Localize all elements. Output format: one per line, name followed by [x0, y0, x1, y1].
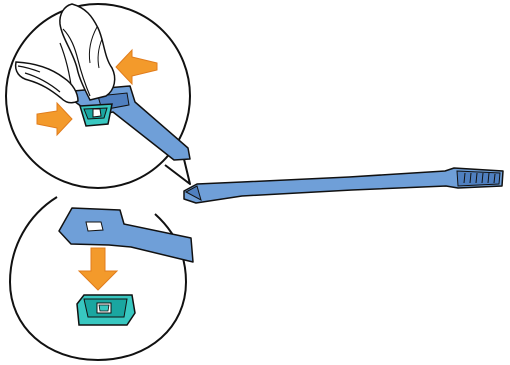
cleaning-pad-top	[79, 103, 113, 127]
top-detail-circle	[5, 3, 191, 189]
wand-head-bottom	[58, 207, 194, 263]
cleaning-wand	[183, 167, 504, 204]
arrow-down-orange-icon	[77, 247, 119, 291]
arrow-orange-icon	[115, 48, 158, 86]
cleaning-pad-bottom	[76, 294, 136, 326]
arrow-orange-icon	[36, 101, 73, 137]
hand-drawing	[14, 3, 116, 104]
bottom-detail-circle	[8, 196, 194, 362]
